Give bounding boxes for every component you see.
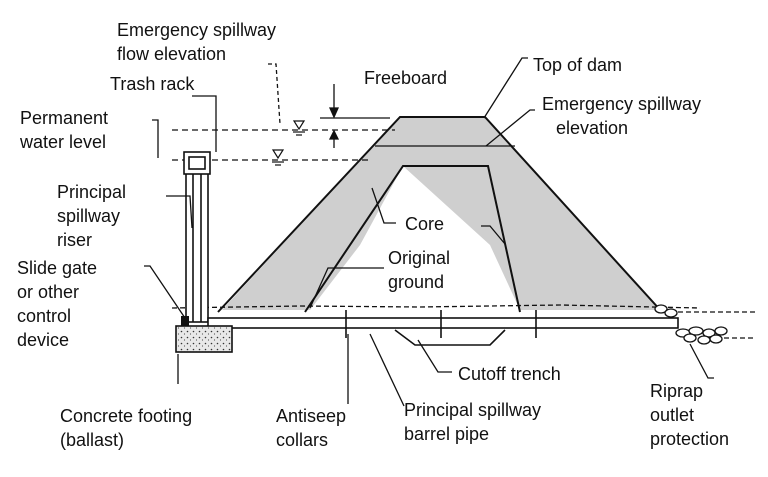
label-core: Core xyxy=(405,214,445,234)
label-freeboard: Freeboard xyxy=(364,68,448,88)
antiseep-collar xyxy=(345,310,537,338)
principal-spillway-riser xyxy=(185,159,209,323)
label-principal-spillway-barrel-pipe: Principal spillway barrel pipe xyxy=(404,400,542,444)
label-original-ground: Original ground xyxy=(388,248,451,292)
embankment-shell xyxy=(222,117,660,310)
core-outline xyxy=(304,165,521,313)
trash-rack xyxy=(183,151,211,175)
label-principal-spillway-riser: Principal spillway riser xyxy=(57,182,127,250)
label-slide-gate: Slide gate or other control device xyxy=(17,258,98,350)
dam-outline xyxy=(217,116,663,313)
label-riprap-outlet-protection: Riprap outlet protection xyxy=(650,381,730,449)
cutoff-trench xyxy=(394,329,506,346)
label-permanent-water-level: Permanent water level xyxy=(20,108,109,152)
concrete-footing xyxy=(175,325,233,353)
slide-gate xyxy=(181,316,189,326)
label-antiseep-collars: Antiseep collars xyxy=(276,406,347,450)
label-concrete-footing: Concrete footing (ballast) xyxy=(60,406,193,450)
freeboard-dimension xyxy=(328,84,340,148)
label-trash-rack: Trash rack xyxy=(110,74,195,94)
label-emergency-spillway-elevation: Emergency spillway elevation xyxy=(542,94,702,138)
water-surface-symbol xyxy=(271,149,285,166)
water-surface-symbol xyxy=(292,120,306,136)
label-cutoff-trench: Cutoff trench xyxy=(458,364,561,384)
label-top-of-dam: Top of dam xyxy=(533,55,623,75)
riprap xyxy=(654,304,728,345)
original-ground-line xyxy=(171,304,701,309)
leader-lines xyxy=(144,57,714,407)
barrel-pipe xyxy=(207,317,679,329)
label-emergency-spillway-flow-elevation: Emergency spillway flow elevation xyxy=(117,20,277,64)
